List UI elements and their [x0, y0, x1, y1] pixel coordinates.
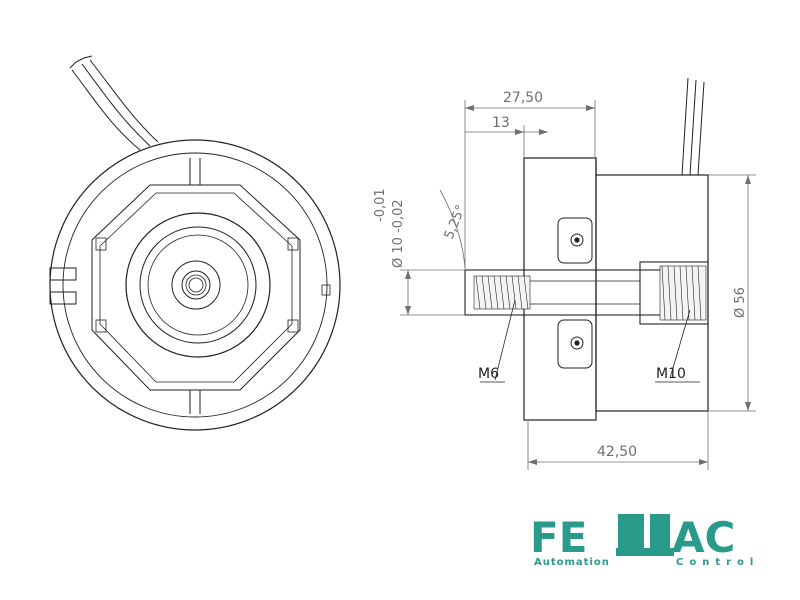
- clip-bottom-left: [95, 319, 107, 333]
- dim-shaft-tol-upper: -0,01: [373, 188, 388, 222]
- dim-overall-length: 42,50: [597, 444, 637, 460]
- logo-text-right: AC: [672, 513, 735, 562]
- screw-top-icon: [570, 233, 584, 247]
- bore-circle-3: [188, 277, 204, 293]
- cable-front: [71, 69, 141, 151]
- m6-leader: [494, 299, 516, 381]
- clip-top-right: [287, 237, 299, 251]
- cable-wire-ends: [69, 55, 93, 69]
- callout-m10: M10: [656, 366, 686, 382]
- cable-side: [681, 77, 689, 176]
- logo-text-left: FE: [530, 513, 587, 562]
- callout-m6: M6: [478, 366, 499, 382]
- body-circle: [125, 212, 271, 358]
- flange-circle-2: [147, 234, 249, 336]
- cable-front-2: [81, 63, 151, 147]
- brand-logo: FE AC Automation Control: [530, 513, 759, 568]
- m10-thread: [659, 265, 707, 321]
- cable-front-3: [89, 59, 159, 143]
- dimension-lines: [400, 100, 756, 470]
- front-view: [49, 55, 341, 431]
- screw-bottom-dot: [574, 340, 580, 346]
- logo-sub-right: Control: [676, 557, 759, 568]
- bore-circle: [181, 270, 211, 300]
- hub-circle: [171, 260, 221, 310]
- right-tab: [321, 284, 331, 296]
- screw-block-bottom: [557, 319, 593, 369]
- dim-length-b: 13: [492, 115, 510, 131]
- m10-leader: [669, 309, 691, 379]
- left-tab-bottom: [49, 291, 77, 305]
- bottom-notch: [189, 390, 201, 414]
- octagon-frame-outer: [91, 184, 301, 391]
- cable-side-3: [697, 81, 705, 176]
- logo-sub-left: Automation: [534, 557, 610, 568]
- screw-top-dot: [574, 237, 580, 243]
- octagon-frame-inner: [99, 192, 293, 383]
- top-notch: [189, 158, 201, 185]
- flange-circle: [139, 226, 257, 344]
- clip-bottom-right: [287, 319, 299, 333]
- logo-center-mark-icon: [616, 514, 674, 556]
- cable-side-2: [689, 79, 697, 176]
- dimension-arrows: [405, 105, 751, 465]
- left-tab-top: [49, 267, 77, 281]
- housing-outer-circle: [49, 139, 341, 431]
- screw-block-top: [557, 217, 593, 264]
- bore-circle-2: [185, 274, 207, 296]
- m10-section: [639, 261, 709, 325]
- m6-thread: [473, 275, 531, 310]
- dim-diameter-outer: Ø 56: [733, 287, 748, 318]
- dim-shaft-diameter: Ø 10 -0,02: [391, 199, 406, 268]
- flange-body: [523, 157, 597, 421]
- screw-bottom-icon: [570, 336, 584, 350]
- clip-top-left: [95, 237, 107, 251]
- dim-length-a: 27,50: [503, 90, 543, 106]
- side-view: [464, 77, 709, 421]
